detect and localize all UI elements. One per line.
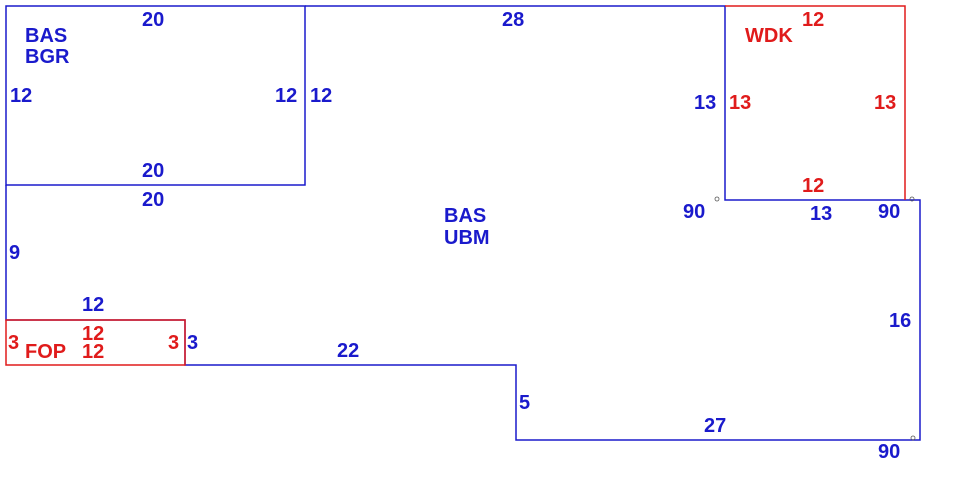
area-label-ubm-line2: UBM — [444, 227, 490, 249]
dimension-main-top: 28 — [502, 9, 524, 31]
dimension-bgr-top: 20 — [142, 9, 164, 31]
dimension-wdk-left-inner: 13 — [729, 92, 751, 114]
angle-marker — [714, 196, 720, 202]
dimension-fop-right-inner: 3 — [168, 332, 179, 354]
dimension-wdk-right: 13 — [874, 92, 896, 114]
dimension-main-left: 9 — [9, 242, 20, 264]
area-label-bgr-line2: BGR — [25, 46, 70, 68]
dimension-bgr-bottom-inner: 20 — [142, 160, 164, 182]
dimension-wdk-top: 12 — [802, 9, 824, 31]
dimension-main-bottom-right: 27 — [704, 415, 726, 437]
dimension-wdk-bottom-inner: 12 — [802, 175, 824, 197]
area-label-fop: FOP — [25, 341, 66, 363]
dimension-main-bottom-left: 22 — [337, 340, 359, 362]
wdk-deck-outline — [725, 5, 906, 200]
angle-label-2: 90 — [878, 201, 900, 223]
dimension-bgr-right-inner: 12 — [275, 85, 297, 107]
dimension-bgr-right-outer: 12 — [310, 85, 332, 107]
angle-marker — [910, 435, 916, 441]
fop-porch-outline — [5, 319, 186, 366]
bgr-room-outline — [5, 5, 306, 186]
dimension-fop-top-outer: 12 — [82, 294, 104, 316]
dimension-main-step: 5 — [519, 392, 530, 414]
dimension-bgr-bottom-outer: 20 — [142, 189, 164, 211]
dimension-fop-right-outer: 3 — [187, 332, 198, 354]
angle-marker — [909, 196, 915, 202]
angle-label-1: 90 — [683, 201, 705, 223]
dimension-fop-bottom-inner: 12 — [82, 341, 104, 363]
dimension-fop-top-inner: 12 — [82, 323, 104, 345]
dimension-fop-left: 3 — [8, 332, 19, 354]
area-label-wdk: WDK — [745, 25, 793, 47]
area-label-ubm-line1: BAS — [444, 205, 486, 227]
dimension-wdk-left-outer: 13 — [694, 92, 716, 114]
area-label-bgr-line1: BAS — [25, 25, 67, 47]
dimension-wdk-bottom-outer: 13 — [810, 203, 832, 225]
dimension-main-right: 16 — [889, 310, 911, 332]
angle-label-3: 90 — [878, 441, 900, 463]
dimension-bgr-left: 12 — [10, 85, 32, 107]
